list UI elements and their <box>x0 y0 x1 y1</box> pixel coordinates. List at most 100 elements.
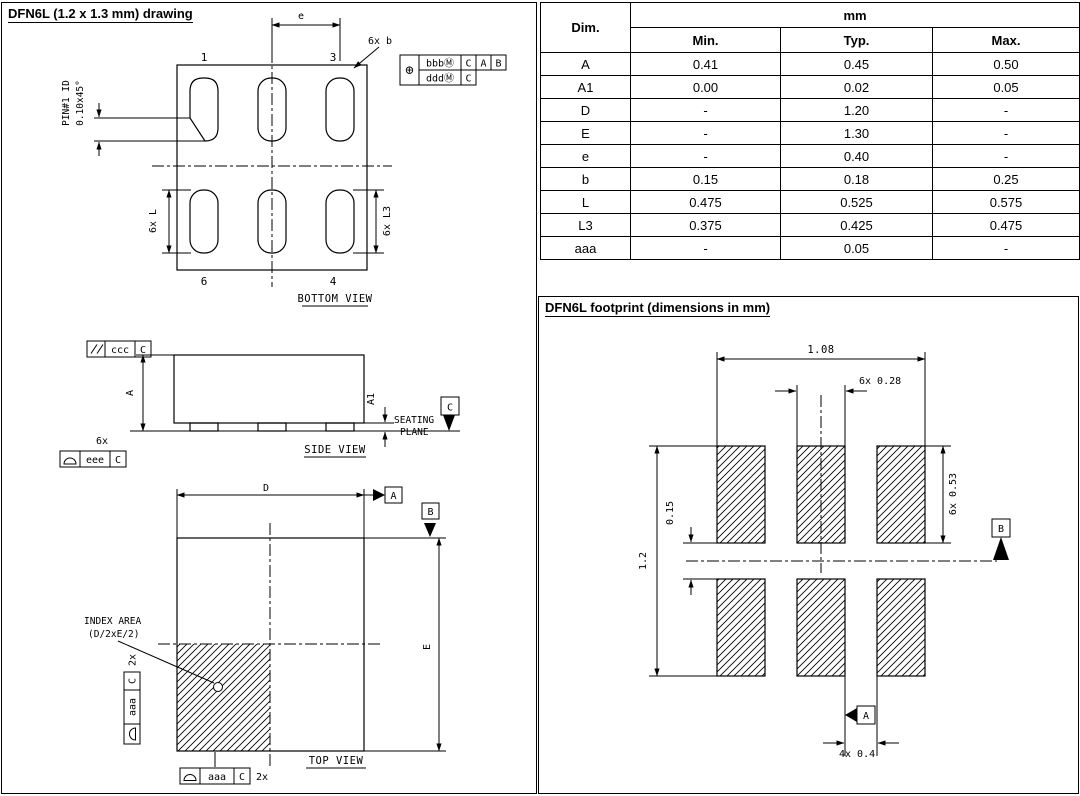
cell-max: - <box>932 144 1080 168</box>
bottom-view-labels: 1 3 6 4 e 6x b ⊕ bbbⓂ C A B dddⓂ C PIN#1… <box>61 11 502 305</box>
datum-b-box <box>991 518 1011 538</box>
position-symbol-icon: ⊕ <box>405 63 414 79</box>
cell-dim: L3 <box>540 213 631 237</box>
fcf-aaa-left-tolerance: aaa <box>128 698 139 716</box>
side-view-caption: SIDE VIEW <box>304 444 366 456</box>
cell-typ: 1.20 <box>780 98 933 122</box>
cell-min: - <box>630 121 781 145</box>
side-view-dimension-lines <box>130 354 460 458</box>
table-row: E-1.30- <box>540 121 1080 145</box>
col-header-unit: mm <box>630 2 1080 28</box>
pad-pin1-chamfered <box>189 77 219 142</box>
dim-e-label: e <box>298 11 304 22</box>
datum-a-label: A <box>390 491 396 502</box>
col-header-max: Max. <box>932 27 1080 53</box>
cell-typ: 0.425 <box>780 213 933 237</box>
top-view-labels: D A B INDEX AREA (D/2xE/2) E TOP VIEW <box>84 483 434 767</box>
bottom-view-dimension-lines <box>94 18 392 307</box>
package-drawing-canvas: 1 3 6 4 e 6x b ⊕ bbbⓂ C A B dddⓂ C PIN#1… <box>59 11 507 785</box>
fcf-aaa-bottom-datum: C <box>239 772 245 783</box>
footprint-panel: DFN6L footprint (dimensions in mm) <box>538 296 1079 794</box>
cell-max: 0.575 <box>932 190 1080 214</box>
pin-number-1: 1 <box>201 51 208 64</box>
terminal <box>189 422 219 432</box>
fcf-aaa-bottom: aaa C 2x <box>179 767 268 785</box>
fcf-row2-datum1: C <box>465 74 471 85</box>
datum-b-label: B <box>998 524 1004 535</box>
table-row: e-0.40- <box>540 144 1080 168</box>
pin-number-3: 3 <box>330 51 337 64</box>
fcf-parallelism-tolerance: ccc <box>111 345 129 356</box>
dim-pitch-label: 4x 0.4 <box>839 749 875 760</box>
fcf-row2-tolerance: dddⓂ <box>426 73 454 85</box>
cell-typ: 0.18 <box>780 167 933 191</box>
cell-dim: b <box>540 167 631 191</box>
footprint-pad <box>716 445 766 544</box>
cell-typ: 0.40 <box>780 144 933 168</box>
fcf-aaa-left-qty: 2x <box>128 654 139 666</box>
fcf-row1-datum1: C <box>465 59 471 70</box>
footprint-title: DFN6L footprint (dimensions in mm) <box>545 300 771 317</box>
top-view-dimension-lines <box>117 489 446 769</box>
datum-a-triangle <box>373 489 385 501</box>
footprint-pad <box>716 578 766 677</box>
footprint-labels: 1.08 6x 0.28 0.15 1.2 6x 0.53 B A 4x 0.4 <box>638 344 1004 760</box>
seating-plane-label-2: PLANE <box>400 427 429 438</box>
pin1-chamfer-label: 0.10x45° <box>75 80 86 126</box>
col-header-typ: Typ. <box>780 27 933 53</box>
fcf-profile-tolerance: eee <box>86 455 104 466</box>
fcf-parallelism-frame <box>86 340 152 358</box>
cell-max: - <box>932 236 1080 260</box>
seating-plane-datum-triangle <box>443 415 455 431</box>
terminal <box>257 422 287 432</box>
cell-max: 0.475 <box>932 213 1080 237</box>
package-drawing-panel: DFN6L (1.2 x 1.3 mm) drawing <box>1 2 537 794</box>
datum-a-label: A <box>863 711 869 722</box>
index-area-hatch <box>177 644 270 751</box>
cell-typ: 0.45 <box>780 52 933 76</box>
fcf-profile-datum: C <box>115 455 121 466</box>
index-area-label-1: INDEX AREA <box>84 616 141 627</box>
dim-row-gap-label: 0.15 <box>665 501 676 525</box>
cell-min: 0.00 <box>630 75 781 99</box>
datum-a-triangle <box>845 708 857 722</box>
index-area-leader <box>117 640 215 684</box>
dim-overall-height-label: 1.2 <box>638 552 649 570</box>
top-view: aaa C 2x aaa C 2x D <box>84 483 446 785</box>
bottom-view-caption: BOTTOM VIEW <box>297 293 372 305</box>
footprint-canvas: 1.08 6x 0.28 0.15 1.2 6x 0.53 B A 4x 0.4 <box>638 344 1011 760</box>
cell-max: 0.50 <box>932 52 1080 76</box>
table-row: D-1.20- <box>540 98 1080 122</box>
profile-of-surface-icon <box>63 457 77 465</box>
cell-dim: A1 <box>540 75 631 99</box>
datum-a-box <box>384 486 403 504</box>
datum-c-label: C <box>447 403 453 414</box>
profile-of-surface-icon <box>183 774 197 781</box>
index-area-marker <box>213 682 223 692</box>
fcf-position-frame <box>399 54 507 86</box>
cell-typ: 0.525 <box>780 190 933 214</box>
dim-l3-label: 6x L3 <box>382 206 393 236</box>
terminal <box>325 422 355 432</box>
cell-min: 0.375 <box>630 213 781 237</box>
cell-min: 0.475 <box>630 190 781 214</box>
side-view-geometry <box>173 354 365 432</box>
seating-plane-label-1: SEATING <box>394 415 434 426</box>
cell-max: 0.05 <box>932 75 1080 99</box>
datum-b-triangle <box>424 523 436 537</box>
fcf-row1-tolerance: bbbⓂ <box>426 58 454 70</box>
dim-a-label: A <box>125 390 136 396</box>
datum-a-box <box>856 705 876 725</box>
terminal-qty-label: 6x <box>96 436 108 447</box>
fcf-aaa-left-rotated: aaa C 2x <box>123 654 141 745</box>
cell-typ: 1.30 <box>780 121 933 145</box>
fcf-row1-datum2: A <box>480 59 486 70</box>
pin1-id-label: PIN#1 ID <box>61 80 72 126</box>
dim-pad-width-label: 6x 0.28 <box>859 376 901 387</box>
